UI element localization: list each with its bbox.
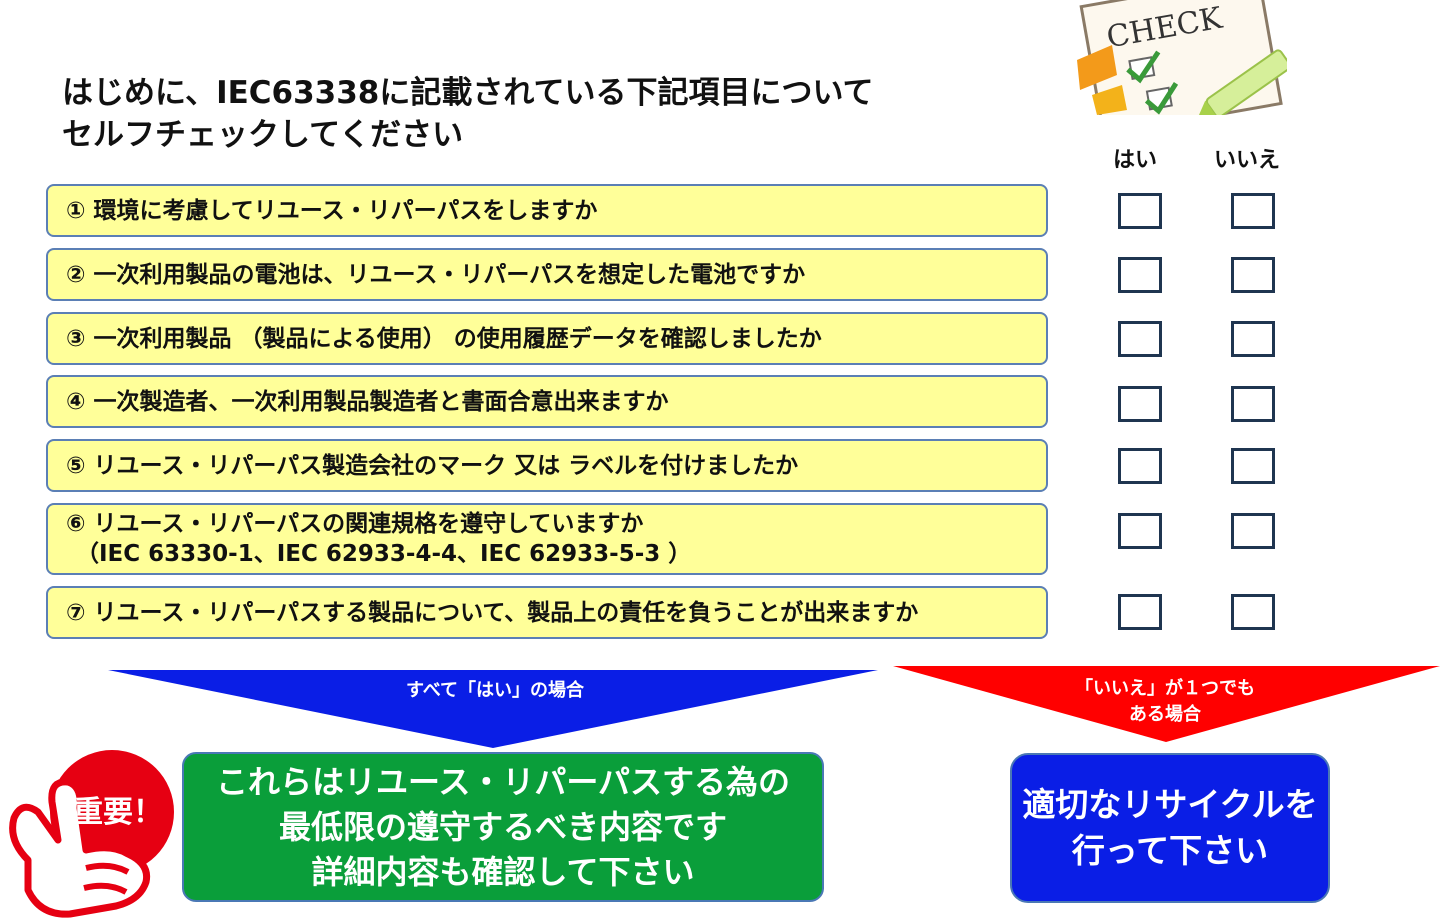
important-hand-icon: 重要！	[9, 750, 174, 918]
question-6: ⑥ リユース・リパーパスの関連規格を遵守していますか （IEC 63330-1、…	[46, 503, 1048, 575]
yes-result-box: これらはリユース・リパーパスする為の 最低限の遵守するべき内容です 詳細内容も確…	[182, 752, 824, 902]
checkbox-q7-yes[interactable]	[1118, 594, 1162, 630]
important-label: 重要！	[73, 795, 163, 830]
column-yes-header: はい	[1113, 148, 1158, 173]
any-no-label-line-2: ある場合	[1129, 704, 1201, 725]
yes-result-line-2: 最低限の遵守するべき内容です	[278, 807, 727, 846]
branch-arrows	[108, 666, 1440, 748]
question-text: ⑤ リユース・リパーパス製造会社のマーク 又は ラベルを付けましたか	[66, 452, 799, 479]
question-3: ③ 一次利用製品 （製品による使用） の使用履歴データを確認しましたか	[46, 312, 1048, 365]
question-5: ⑤ リユース・リパーパス製造会社のマーク 又は ラベルを付けましたか	[46, 439, 1048, 492]
checkbox-q5-no[interactable]	[1231, 448, 1275, 484]
question-text: ③ 一次利用製品 （製品による使用） の使用履歴データを確認しましたか	[66, 325, 822, 352]
question-7: ⑦ リユース・リパーパスする製品について、製品上の責任を負うことが出来ますか	[46, 586, 1048, 639]
no-result-line-1: 適切なリサイクルを	[1022, 785, 1318, 824]
any-no-label: 「いいえ」が１つでも ある場合	[1035, 676, 1295, 728]
checklist-illustration: CHECK	[1077, 0, 1287, 115]
checkbox-q3-yes[interactable]	[1118, 321, 1162, 357]
question-subtext: （IEC 63330-1、IEC 62933-4-4、IEC 62933-5-3…	[76, 541, 692, 567]
question-1: ① 環境に考慮してリユース・リパーパスをしますか	[46, 184, 1048, 237]
no-arrow	[893, 666, 1440, 742]
checkbox-q5-yes[interactable]	[1118, 448, 1162, 484]
any-no-label-line-1: 「いいえ」が１つでも	[1075, 678, 1255, 699]
question-text: ① 環境に考慮してリユース・リパーパスをしますか	[66, 197, 598, 224]
checkbox-q1-yes[interactable]	[1118, 193, 1162, 229]
column-no-header: いいえ	[1214, 148, 1281, 173]
checkbox-q6-no[interactable]	[1231, 513, 1275, 549]
no-result-line-2: 行って下さい	[1071, 831, 1269, 870]
page-title: はじめに、IEC63338に記載されている下記項目について セルフチェックしてく…	[62, 72, 874, 156]
checkbox-q4-no[interactable]	[1231, 386, 1275, 422]
question-text: ⑥ リユース・リパーパスの関連規格を遵守していますか	[66, 511, 644, 537]
question-text: ⑦ リユース・リパーパスする製品について、製品上の責任を負うことが出来ますか	[66, 599, 919, 626]
checkbox-q6-yes[interactable]	[1118, 513, 1162, 549]
yes-arrow	[108, 670, 878, 748]
checkbox-q2-no[interactable]	[1231, 257, 1275, 293]
yes-result-line-1: これらはリユース・リパーパスする為の	[215, 762, 791, 801]
question-text: ④ 一次製造者、一次利用製品製造者と書面合意出来ますか	[66, 388, 669, 415]
question-4: ④ 一次製造者、一次利用製品製造者と書面合意出来ますか	[46, 375, 1048, 428]
no-result-box: 適切なリサイクルを 行って下さい	[1010, 753, 1330, 903]
checkbox-q2-yes[interactable]	[1118, 257, 1162, 293]
checkbox-q4-yes[interactable]	[1118, 386, 1162, 422]
checkbox-q3-no[interactable]	[1231, 321, 1275, 357]
checkbox-q1-no[interactable]	[1231, 193, 1275, 229]
yes-result-line-3: 詳細内容も確認して下さい	[311, 852, 695, 891]
question-text: ② 一次利用製品の電池は、リユース・リパーパスを想定した電池ですか	[66, 261, 806, 288]
question-2: ② 一次利用製品の電池は、リユース・リパーパスを想定した電池ですか	[46, 248, 1048, 301]
title-line-2: セルフチェックしてください	[62, 117, 464, 153]
all-yes-label: すべて「はい」の場合	[405, 680, 585, 701]
checkbox-q7-no[interactable]	[1231, 594, 1275, 630]
title-line-1: はじめに、IEC63338に記載されている下記項目について	[62, 75, 874, 111]
